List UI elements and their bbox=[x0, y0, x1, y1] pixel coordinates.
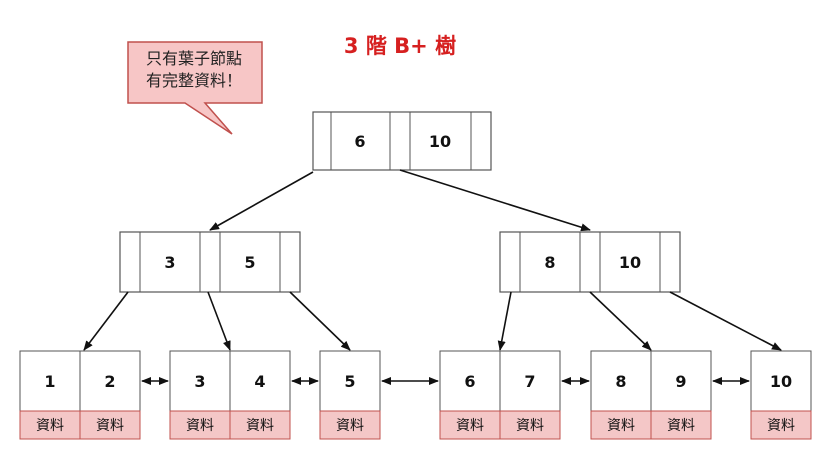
edge-root-to-left bbox=[209, 171, 314, 231]
callout-line-2: 有完整資料！ bbox=[145, 71, 242, 90]
callout-bubble bbox=[127, 41, 263, 135]
edge-left-to-leaf-3 bbox=[289, 291, 351, 351]
root-node: 6 10 bbox=[312, 111, 492, 171]
leaf-3-key-1: 5 bbox=[344, 372, 355, 391]
leaf-node-5: 8 9 資料 資料 bbox=[590, 350, 712, 440]
leaf-1-data-2: 資料 bbox=[96, 418, 124, 434]
edge-right-to-leaf-6 bbox=[669, 291, 782, 351]
leaf-4-key-2: 7 bbox=[524, 372, 535, 391]
leaf-2-data-1: 資料 bbox=[186, 418, 214, 434]
leaf-4-data-1: 資料 bbox=[456, 418, 484, 434]
edge-right-to-leaf-4 bbox=[497, 291, 512, 351]
leaf-1-data-1: 資料 bbox=[36, 418, 64, 434]
leaf-6-data-1: 資料 bbox=[767, 418, 795, 434]
edge-root-to-right bbox=[399, 169, 591, 232]
leaf-node-6: 10 資料 bbox=[750, 350, 812, 440]
internal-right-key-2: 10 bbox=[619, 253, 641, 272]
leaf-5-key-1: 8 bbox=[615, 372, 626, 391]
internal-right-key-1: 8 bbox=[544, 253, 555, 272]
leaf-1-key-1: 1 bbox=[44, 372, 55, 391]
callout-line-1: 只有葉子節點 bbox=[145, 49, 242, 68]
leaf-node-3: 5 資料 bbox=[319, 350, 381, 440]
leaf-5-data-1: 資料 bbox=[607, 418, 635, 434]
leaf-3-data-1: 資料 bbox=[336, 418, 364, 434]
leaf-5-key-2: 9 bbox=[675, 372, 686, 391]
leaf-node-2: 3 4 資料 資料 bbox=[169, 350, 291, 440]
leaf-6-key-1: 10 bbox=[770, 372, 792, 391]
root-key-1: 6 bbox=[354, 132, 365, 151]
internal-node-left: 3 5 bbox=[119, 231, 301, 293]
leaf-2-data-2: 資料 bbox=[246, 418, 274, 434]
edge-right-to-leaf-5 bbox=[589, 291, 652, 351]
internal-node-right: 8 10 bbox=[499, 231, 681, 293]
leaf-2-key-1: 3 bbox=[194, 372, 205, 391]
leaf-node-1: 1 2 資料 資料 bbox=[19, 350, 141, 440]
internal-left-key-1: 3 bbox=[164, 253, 175, 272]
root-key-2: 10 bbox=[429, 132, 451, 151]
leaf-1-key-2: 2 bbox=[104, 372, 115, 391]
leaf-4-data-2: 資料 bbox=[516, 418, 544, 434]
leaf-2-key-2: 4 bbox=[254, 372, 265, 391]
callout-text: 只有葉子節點 有完整資料！ bbox=[132, 48, 256, 92]
internal-left-key-2: 5 bbox=[244, 253, 255, 272]
leaf-node-4: 6 7 資料 資料 bbox=[439, 350, 561, 440]
tree-edges bbox=[83, 169, 782, 351]
leaf-4-key-1: 6 bbox=[464, 372, 475, 391]
leaf-5-data-2: 資料 bbox=[667, 418, 695, 434]
diagram-title: 3 階 B+ 樹 bbox=[343, 34, 457, 58]
edge-left-to-leaf-2 bbox=[207, 291, 231, 351]
edge-left-to-leaf-1 bbox=[83, 291, 129, 351]
